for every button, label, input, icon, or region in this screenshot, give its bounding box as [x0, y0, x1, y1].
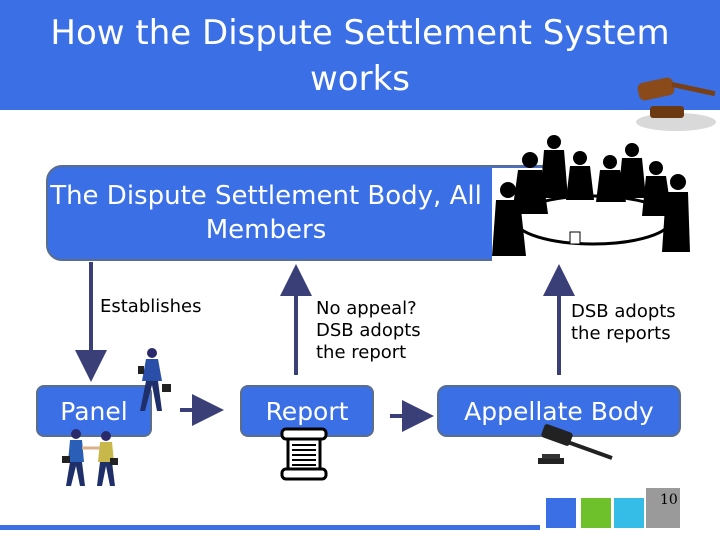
appellate-body-box: Appellate Body — [437, 385, 681, 437]
gavel-icon — [538, 424, 613, 464]
title-bar — [0, 0, 720, 110]
label-dsb-adopts-line: the reports — [571, 323, 671, 344]
label-dsb-adopts-line: DSB adopts — [571, 301, 676, 322]
dispute-settlement-body-box: The Dispute Settlement Body, All Members — [46, 165, 566, 261]
gavel-icon — [636, 77, 716, 131]
footer-square-gray — [646, 488, 680, 528]
footer-square-blue — [546, 498, 576, 528]
meeting-people-icon — [492, 135, 694, 262]
label-no-appeal-line: the report — [316, 342, 407, 363]
footer-square-cyan — [614, 498, 644, 528]
label-dsb-adopts: DSB adopts the reports — [571, 301, 676, 345]
page-number: 10 — [660, 492, 678, 508]
footer-square-green — [581, 498, 611, 528]
handshake-people-icon — [62, 429, 118, 486]
label-establishes: Establishes — [100, 296, 202, 317]
label-no-appeal-line: DSB adopts — [316, 320, 421, 341]
footer-line — [0, 525, 540, 530]
label-no-appeal: No appeal? DSB adopts the report — [316, 298, 421, 364]
label-no-appeal-line: No appeal? — [316, 298, 417, 319]
page-title: How the Dispute Settlement System works — [50, 13, 670, 99]
scroll-icon — [280, 427, 328, 481]
panel-box: Panel — [36, 385, 152, 437]
businessman-icon — [138, 348, 171, 411]
